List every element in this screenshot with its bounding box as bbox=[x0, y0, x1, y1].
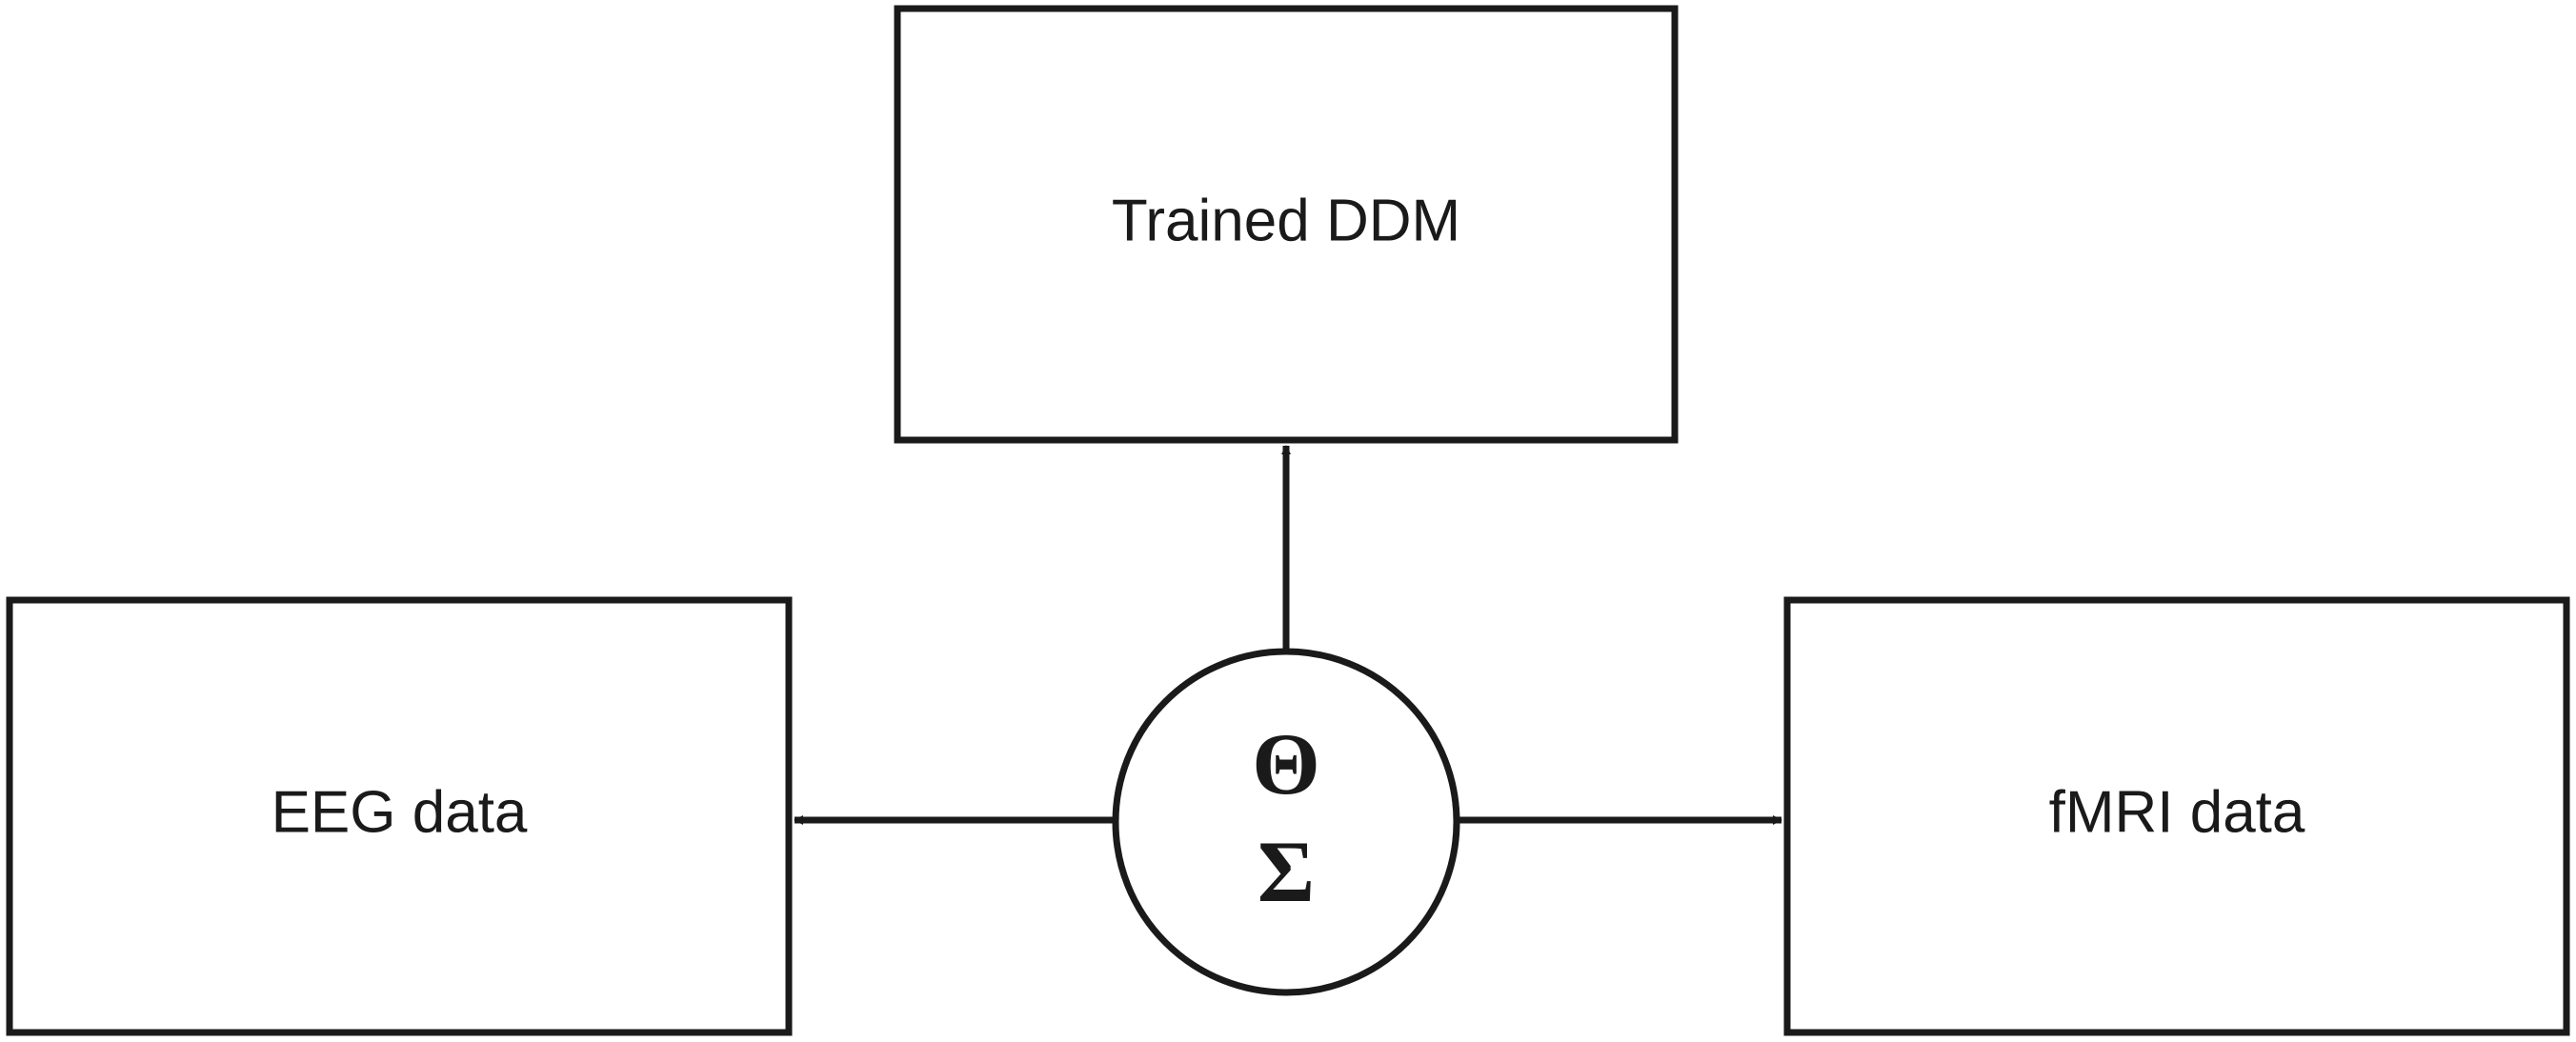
node-eeg-data: EEG data bbox=[6, 596, 793, 1036]
node-parameters-circle bbox=[1112, 648, 1460, 996]
theta-symbol: Θ bbox=[1252, 715, 1320, 812]
node-fmri-data-box bbox=[1783, 596, 2570, 1036]
node-trained-ddm: Trained DDM bbox=[894, 5, 1679, 444]
node-trained-ddm-label: Trained DDM bbox=[1112, 188, 1460, 253]
node-trained-ddm-box bbox=[894, 5, 1679, 444]
node-eeg-data-box bbox=[6, 596, 793, 1036]
sigma-symbol: Σ bbox=[1258, 823, 1315, 920]
node-fmri-data: fMRI data bbox=[1783, 596, 2570, 1036]
node-parameters: Θ Σ bbox=[1112, 648, 1460, 996]
node-eeg-data-label: EEG data bbox=[272, 779, 528, 845]
node-fmri-data-label: fMRI data bbox=[2049, 779, 2305, 845]
